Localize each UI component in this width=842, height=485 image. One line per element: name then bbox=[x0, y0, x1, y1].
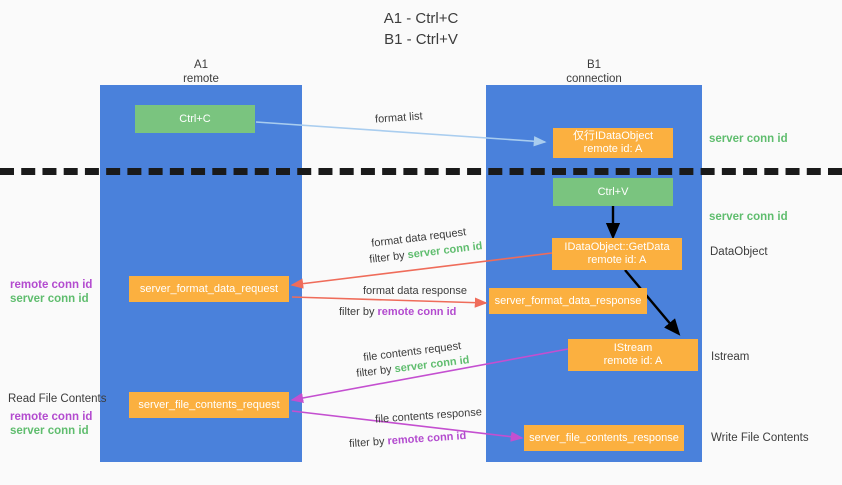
box-idataobject-getdata[interactable]: IDataObject::GetData remote id: A bbox=[552, 238, 682, 270]
divider-dashed-line bbox=[0, 168, 842, 175]
box-istream[interactable]: IStream remote id: A bbox=[568, 339, 698, 371]
box-idataobject[interactable]: 仅行IDataObject remote id: A bbox=[553, 128, 673, 158]
box-server-format-data-response[interactable]: server_format_data_response bbox=[489, 288, 647, 314]
box-ctrl-c[interactable]: Ctrl+C bbox=[135, 105, 255, 133]
label-server-conn-id-top: server conn id bbox=[709, 133, 788, 145]
edge-label-file-contents-response: file contents response bbox=[374, 406, 483, 426]
filter-prefix: filter by bbox=[355, 363, 396, 380]
label-istream: Istream bbox=[711, 351, 750, 363]
label-server-conn-id-2: server conn id bbox=[10, 425, 89, 437]
column-header-b1: B1 connection bbox=[566, 59, 622, 85]
label-remote-conn-id-1: remote conn id bbox=[10, 279, 93, 291]
label-read-file-contents: Read File Contents bbox=[8, 393, 107, 405]
filter-prefix: filter by bbox=[339, 306, 378, 318]
filter-value-remote-conn-id: remote conn id bbox=[377, 306, 457, 318]
label-remote-conn-id-2: remote conn id bbox=[10, 411, 93, 423]
filter-prefix: filter by bbox=[348, 435, 388, 451]
edge-label-file-contents-response-filter: filter by remote conn id bbox=[349, 429, 467, 451]
label-write-file-contents: Write File Contents bbox=[711, 432, 809, 444]
box-server-file-contents-response[interactable]: server_file_contents_response bbox=[524, 425, 684, 451]
box-ctrl-v[interactable]: Ctrl+V bbox=[553, 178, 673, 206]
column-header-a1: A1 remote bbox=[183, 59, 219, 85]
page-title: A1 - Ctrl+C B1 - Ctrl+V bbox=[383, 10, 459, 48]
box-server-format-data-request[interactable]: server_format_data_request bbox=[129, 276, 289, 302]
label-server-conn-id-1: server conn id bbox=[10, 293, 89, 305]
box-server-file-contents-request[interactable]: server_file_contents_request bbox=[129, 392, 289, 418]
edge-label-format-data-response-filter: filter by remote conn id bbox=[339, 305, 456, 319]
filter-value-remote-conn-id: remote conn id bbox=[387, 429, 467, 448]
edge-label-format-list: format list bbox=[374, 110, 424, 126]
filter-prefix: filter by bbox=[368, 249, 409, 266]
edge-label-format-data-response: format data response bbox=[363, 285, 467, 297]
label-dataobject: DataObject bbox=[710, 246, 768, 258]
label-server-conn-id-mid: server conn id bbox=[709, 211, 788, 223]
